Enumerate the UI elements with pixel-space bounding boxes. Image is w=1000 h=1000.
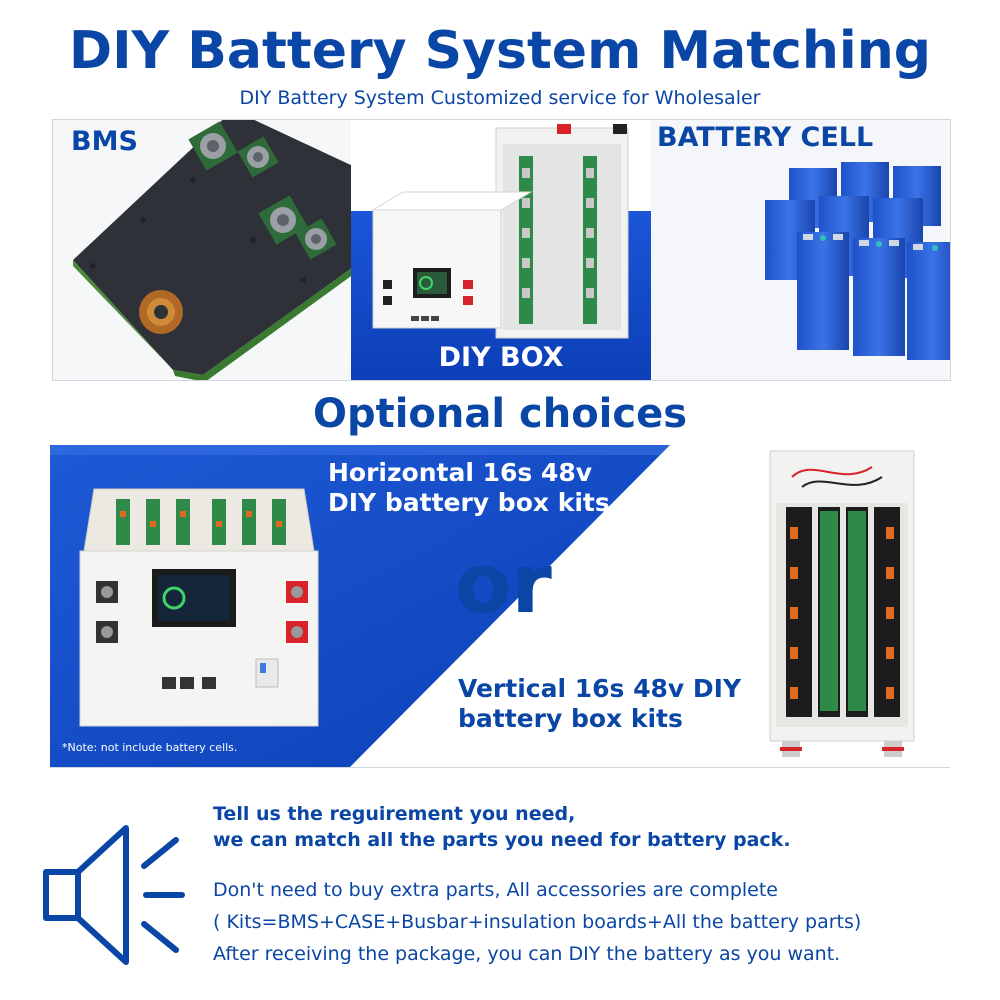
horizontal-title-line2: DIY battery box kits <box>328 488 610 517</box>
bms-image: BMS <box>53 120 351 380</box>
details-line2: ( Kits=BMS+CASE+Busbar+insulation boards… <box>213 911 862 933</box>
requirement-line2: we can match all the parts you need for … <box>213 829 791 851</box>
diy-box-image: DIY BOX <box>351 120 651 380</box>
battery-cell-label: BATTERY CELL <box>657 122 874 153</box>
vertical-box-illustration <box>769 450 915 757</box>
vertical-title-line2: battery box kits <box>458 704 683 733</box>
details-line3: After receiving the package, you can DIY… <box>213 943 841 965</box>
optional-heading: Optional choices <box>312 391 688 437</box>
requirement-line1: Tell us the reguirement you need, <box>213 803 576 825</box>
or-separator: or <box>455 537 552 632</box>
vertical-title-line1: Vertical 16s 48v DIY <box>458 674 742 703</box>
product-panel: BMS DIY BOX <box>52 119 951 381</box>
bms-label: BMS <box>71 126 138 157</box>
requirement-text: Tell us the reguirement you need, we can… <box>213 801 791 853</box>
page-subtitle: DIY Battery System Customized service fo… <box>239 87 761 109</box>
horizontal-box-illustration <box>79 488 319 727</box>
battery-cells-illustration <box>765 162 950 360</box>
note-text: *Note: not include battery cells. <box>62 741 238 754</box>
battery-cell-image: BATTERY CELL <box>651 120 950 380</box>
page-title: DIY Battery System Matching <box>69 21 931 81</box>
diy-box-illustration <box>371 124 629 339</box>
details-line1: Don't need to buy extra parts, All acces… <box>213 879 778 901</box>
megaphone-icon <box>43 825 185 965</box>
diy-box-label: DIY BOX <box>438 342 564 373</box>
options-panel: Horizontal 16s 48v DIY battery box kits … <box>50 445 950 768</box>
details-text: Don't need to buy extra parts, All acces… <box>213 874 861 970</box>
bms-board-illustration <box>73 120 351 380</box>
battery-cell-row-front <box>797 232 950 360</box>
horizontal-title-line1: Horizontal 16s 48v <box>328 458 593 487</box>
